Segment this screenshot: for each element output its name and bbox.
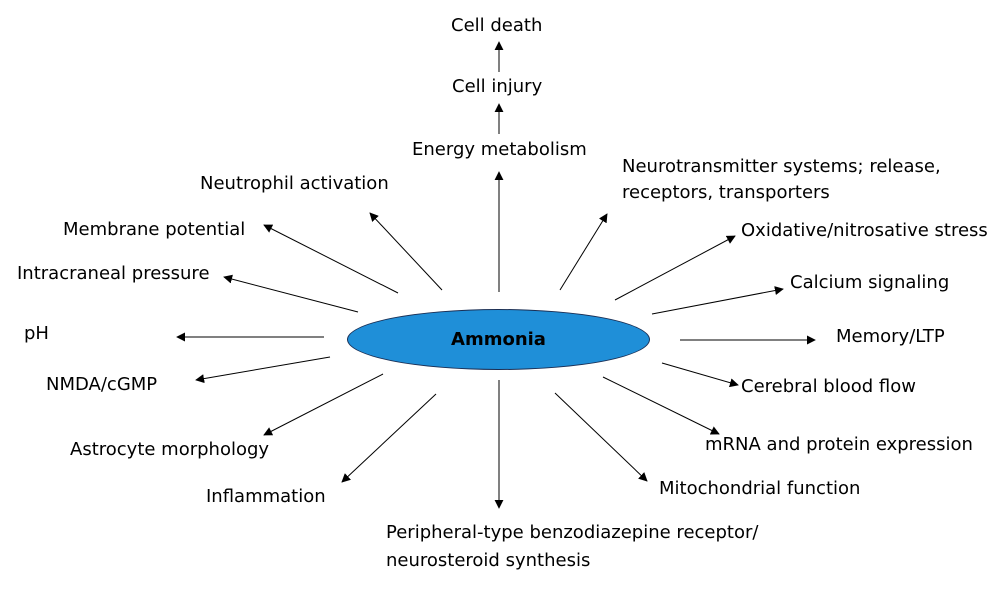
arrow-oxidative-stress (614, 235, 736, 301)
arrow-neutrophil-activation (369, 212, 443, 291)
label-neurotransmitter-line-1: Neurotransmitter systems; release, (622, 156, 941, 177)
label-intracranial-pressure: Intracraneal pressure (17, 263, 210, 284)
arrow-inflammation (341, 393, 437, 483)
arrow-mrna-protein (602, 376, 720, 435)
arrow-membrane-potential (263, 224, 399, 294)
arrow-calcium-signaling (651, 286, 784, 315)
label-pbr-line-2: neurosteroid synthesis (386, 550, 591, 571)
arrow-astrocyte-morphology (263, 373, 384, 436)
label-mrna-protein-expression: mRNA and protein expression (705, 434, 973, 455)
arrow-intracranial-pressure (223, 274, 359, 313)
ammonia-node: Ammonia (347, 309, 650, 370)
label-cerebral-blood-flow: Cerebral blood flow (741, 376, 916, 397)
label-astrocyte-morphology: Astrocyte morphology (70, 439, 270, 460)
label-mitochondrial-function: Mitochondrial function (659, 478, 861, 499)
label-cell-death: Cell death (451, 15, 543, 36)
label-memory-ltp: Memory/LTP (836, 326, 945, 347)
label-inflammation: Inflammation (206, 486, 326, 507)
label-oxidative-stress: Oxidative/nitrosative stress (741, 220, 988, 241)
label-neutrophil-activation: Neutrophil activation (200, 173, 389, 194)
arrow-neurotransmitter (559, 213, 608, 291)
label-membrane-potential: Membrane potential (63, 219, 246, 240)
arrow-mitochondrial-function (554, 392, 648, 482)
label-cell-injury: Cell injury (452, 76, 543, 97)
label-neurotransmitter-line-2: receptors, transporters (622, 182, 830, 203)
label-ph: pH (24, 323, 49, 344)
label-energy-metabolism: Energy metabolism (412, 139, 587, 160)
arrow-cerebral-blood-flow (661, 362, 739, 388)
label-pbr-line-1: Peripheral-type benzodiazepine receptor/ (386, 522, 759, 543)
label-nmda-cgmp: NMDA/cGMP (46, 374, 158, 395)
arrow-nmda-cgmp (195, 356, 331, 384)
label-calcium-signaling: Calcium signaling (790, 272, 950, 293)
